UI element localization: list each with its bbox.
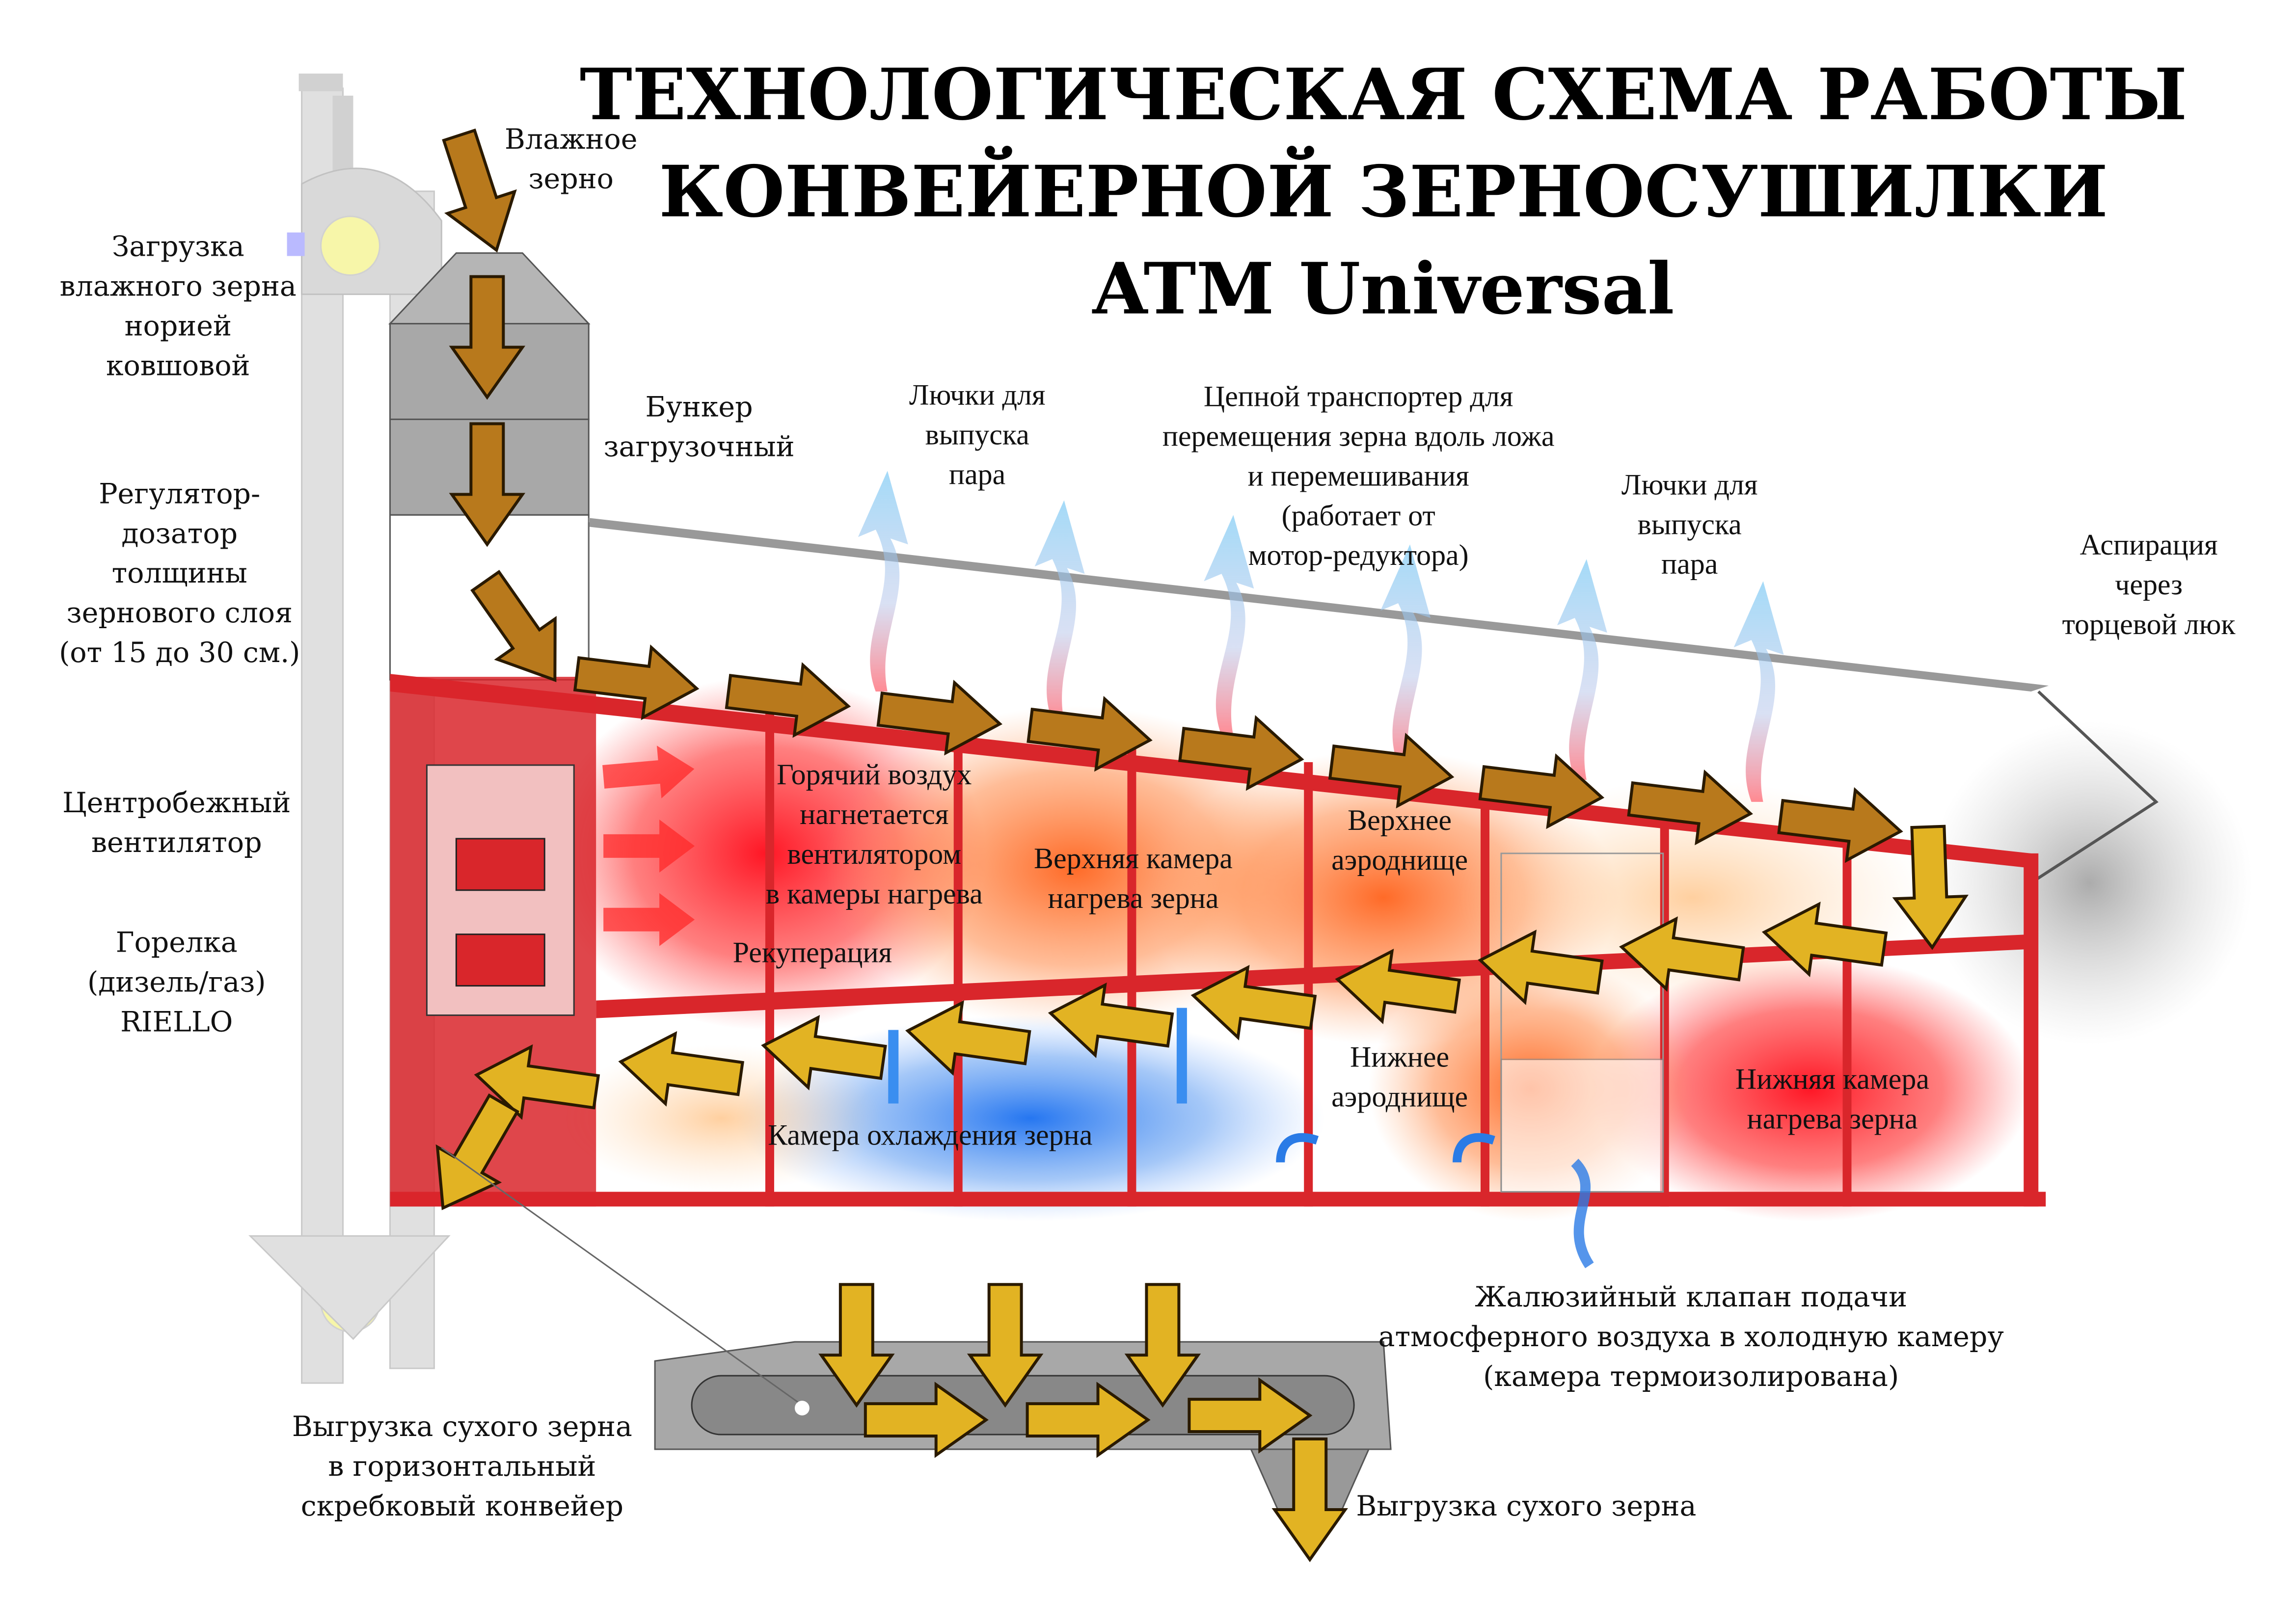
label-line: Горелка	[115, 927, 238, 959]
label-lower-floor: Нижнее аэроднище	[1331, 1039, 1468, 1118]
label-line: (камера термоизолирована)	[1483, 1361, 1899, 1394]
label-line: нагрева зерна	[1747, 1103, 1918, 1136]
page-title: ТЕХНОЛОГИЧЕСКАЯ СХЕМА РАБОТЫ КОНВЕЙЕРНОЙ…	[580, 47, 2188, 339]
label-line: Лючки для	[909, 379, 1046, 412]
label-line: влажного зерна	[59, 270, 297, 303]
label-line: Верхняя камера	[1034, 843, 1233, 876]
label-line: зерно	[528, 163, 614, 196]
label-line: мотор-редуктора)	[1248, 540, 1469, 573]
dryer-body	[390, 518, 2159, 1207]
label-line: аэроднище	[1331, 1081, 1468, 1114]
label-line: в камеры нагрева	[765, 878, 983, 911]
label-line: Загрузка	[111, 231, 244, 264]
label-line: вентилятором	[787, 838, 962, 871]
title-line-1: ТЕХНОЛОГИЧЕСКАЯ СХЕМА РАБОТЫ	[579, 54, 2188, 137]
label-line: (дизель/газ)	[87, 966, 266, 999]
label-line: Выгрузка сухого зерна	[292, 1411, 632, 1444]
label-steam-hatches-1: Лючки для выпуска пара	[909, 376, 1046, 496]
label-line: выпуска	[1637, 509, 1742, 542]
label-line: перемещения зерна вдоль ложа	[1162, 421, 1555, 453]
label-line: толщины	[111, 558, 247, 590]
label-steam-hatches-2: Лючки для выпуска пара	[1621, 466, 1758, 585]
title-line-3: ATM Universal	[1092, 248, 1675, 331]
label-louver-valve: Жалюзийный клапан подачи атмосферного воз…	[1378, 1278, 2004, 1398]
title-line-2: КОНВЕЙЕРНОЙ ЗЕРНОСУШИЛКИ	[659, 151, 2108, 234]
label-line: Горячий воздух	[777, 759, 972, 792]
label-line: Центробежный	[62, 787, 291, 820]
label-line: Нижняя камера	[1735, 1064, 1930, 1096]
label-line: дозатор	[121, 518, 238, 551]
label-line: RIELLO	[120, 1006, 233, 1039]
label-line: Цепной транспортер для	[1203, 381, 1513, 414]
label-burner: Горелка (дизель/газ) RIELLO	[87, 924, 266, 1043]
label-line: загрузочный	[603, 431, 795, 464]
label-line: пара	[948, 459, 1006, 492]
label-line: выпуска	[925, 419, 1029, 452]
label-line: (от 15 до 30 см.)	[59, 637, 300, 670]
label-hopper: Бункер загрузочный	[603, 388, 794, 468]
label-line: вентилятор	[91, 826, 262, 859]
label-line: Регулятор-	[99, 478, 261, 511]
label-line: зернового слоя	[66, 597, 293, 630]
label-line: ковшовой	[106, 350, 250, 383]
label-line: атмосферного воздуха в холодную камеру	[1378, 1321, 2004, 1354]
label-loading: Загрузка влажного зерна норией ковшовой	[60, 228, 297, 387]
label-line: Аспирация	[2080, 530, 2218, 562]
label-chain-conveyor: Цепной транспортер для перемещения зерна …	[1162, 378, 1555, 577]
label-lower-chamber: Нижняя камера нагрева зерна	[1735, 1061, 1929, 1141]
label-line: скребковый конвейер	[300, 1490, 623, 1523]
label-line: Влажное	[505, 123, 638, 156]
label-cooling-chamber: Камера охлаждения зерна	[768, 1119, 1093, 1152]
label-line: Верхнее	[1348, 804, 1452, 837]
label-line: и перемешивания	[1247, 460, 1469, 493]
label-regulator: Регулятор-дозатор толщины зернового слоя (о…	[59, 475, 300, 674]
label-line: торцевой люк	[2062, 609, 2236, 642]
label-unload-dry: Выгрузка сухого зерна	[1356, 1490, 1697, 1523]
label-hot-air: Горячий воздух нагнетается вентилятором в к…	[766, 756, 983, 915]
label-line: нагнетается	[800, 798, 949, 831]
label-upper-floor: Верхнее аэроднище	[1331, 802, 1468, 881]
label-line: пара	[1661, 549, 1718, 582]
label-line: Лючки для	[1621, 469, 1758, 502]
aspiration-dust	[1928, 721, 2252, 1045]
label-line: нагрева зерна	[1048, 882, 1219, 915]
label-line: норией	[124, 310, 232, 343]
label-aspiration: Аспирация через торцевой люк	[2062, 527, 2236, 646]
label-line: в горизонтальный	[328, 1451, 596, 1483]
label-line: Бункер	[645, 391, 753, 424]
label-line: Нижнее	[1350, 1041, 1450, 1074]
label-recuperation: Рекуперация	[732, 937, 892, 970]
label-fan: Центробежный вентилятор	[62, 784, 291, 864]
label-line: Жалюзийный клапан подачи	[1475, 1281, 1908, 1314]
label-unload-horizontal: Выгрузка сухого зерна в горизонтальный скр…	[292, 1408, 632, 1527]
label-wet-grain: Влажное зерно	[505, 121, 637, 200]
label-line: (работает от	[1281, 500, 1435, 533]
label-line: через	[2115, 569, 2183, 602]
label-upper-chamber: Верхняя камера нагрева зерна	[1034, 840, 1233, 920]
label-line: аэроднище	[1331, 844, 1468, 877]
